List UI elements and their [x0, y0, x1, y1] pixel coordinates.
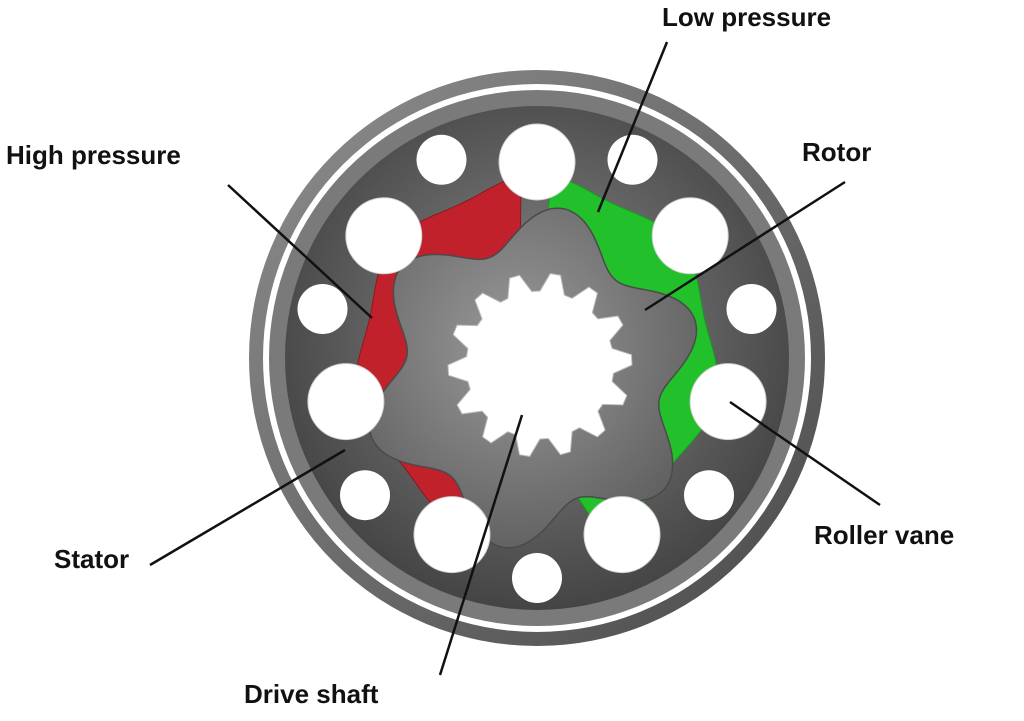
label-low-pressure: Low pressure — [662, 2, 832, 32]
bolt-hole-3 — [684, 470, 734, 521]
leader-lines — [149, 41, 881, 676]
roller-vane-2 — [651, 197, 729, 275]
roller-vane-6 — [307, 363, 385, 441]
leader-high-pressure — [227, 184, 373, 319]
bolt-hole-5 — [340, 470, 390, 521]
leader-drive-shaft — [438, 414, 524, 676]
leader-stator — [149, 448, 346, 567]
leader-rotor — [644, 180, 846, 312]
roller-vane-1 — [498, 123, 576, 201]
leader-low-pressure — [596, 41, 669, 213]
bolt-hole-1 — [607, 134, 658, 185]
bolt-hole-4 — [512, 553, 562, 603]
leader-roller-vane — [729, 400, 881, 507]
label-rotor: Rotor — [802, 137, 872, 167]
roller-vanes — [307, 123, 767, 574]
label-drive-shaft: Drive shaft — [244, 679, 379, 709]
label-stator: Stator — [54, 544, 130, 574]
roller-vane-5 — [413, 496, 491, 574]
label-roller-vane: Roller vane — [814, 520, 955, 550]
drive-shaft-spline — [447, 273, 633, 457]
roller-vane-7 — [345, 197, 423, 275]
label-high-pressure: High pressure — [6, 140, 181, 170]
bolt-hole-7 — [416, 134, 467, 185]
bolt-hole-2 — [726, 284, 777, 334]
bolt-holes — [297, 134, 777, 603]
roller-vane-4 — [583, 496, 661, 574]
bolt-hole-6 — [297, 284, 348, 334]
roller-vane-3 — [689, 363, 767, 441]
